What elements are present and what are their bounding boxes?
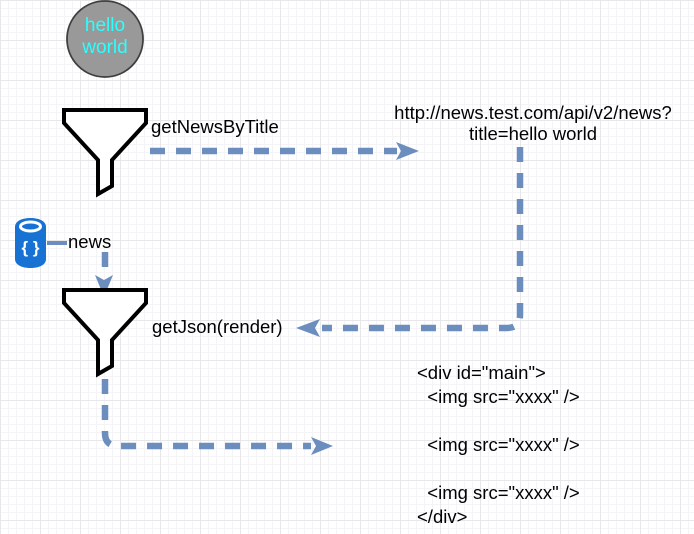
hello-world-label: hello world xyxy=(65,15,145,59)
request-connector-arrowhead xyxy=(396,142,419,160)
code-line-7: </div> xyxy=(417,506,468,527)
filter1-label: getNewsByTitle xyxy=(151,116,279,137)
request-url-line2: title=hello world xyxy=(468,123,598,144)
response-connector-line[interactable] xyxy=(322,147,524,332)
code-line-6: <img src="xxxx" /> xyxy=(417,482,580,503)
code-line-2: <img src="xxxx" /> xyxy=(417,386,580,407)
database-icon[interactable]: { } xyxy=(15,218,46,268)
response-connector[interactable] xyxy=(296,147,524,337)
request-url-text: http://news.test.com/api/v2/news? title=… xyxy=(368,102,694,144)
render-output-line[interactable] xyxy=(101,379,311,450)
render-output-arrowhead xyxy=(311,437,333,455)
hello-world-label-line2: world xyxy=(82,37,128,58)
hello-world-label-line1: hello xyxy=(84,15,126,36)
filter2-label: getJson(render) xyxy=(152,316,283,337)
filter-funnel-1[interactable] xyxy=(62,108,148,198)
code-line-3 xyxy=(417,409,580,433)
database-label: news xyxy=(68,231,112,252)
news-to-filter2-connector[interactable] xyxy=(95,252,113,297)
response-connector-arrowhead xyxy=(296,319,320,337)
rendered-html-text: <div id="main"> <img src="xxxx" /> <img … xyxy=(417,361,580,529)
filter-funnel-2[interactable] xyxy=(62,288,148,378)
hello-world-circle-node[interactable] xyxy=(66,0,144,78)
database-top-ellipse xyxy=(19,220,42,233)
database-braces-glyph: { } xyxy=(22,238,40,257)
code-line-1: <div id="main"> xyxy=(417,362,546,383)
render-output-connector[interactable] xyxy=(101,379,333,455)
news-to-filter2-arrowhead xyxy=(95,275,113,297)
code-line-5 xyxy=(417,457,580,481)
code-line-4: <img src="xxxx" /> xyxy=(417,434,580,455)
request-url-line1: http://news.test.com/api/v2/news? xyxy=(394,102,672,123)
request-connector[interactable] xyxy=(150,142,419,160)
